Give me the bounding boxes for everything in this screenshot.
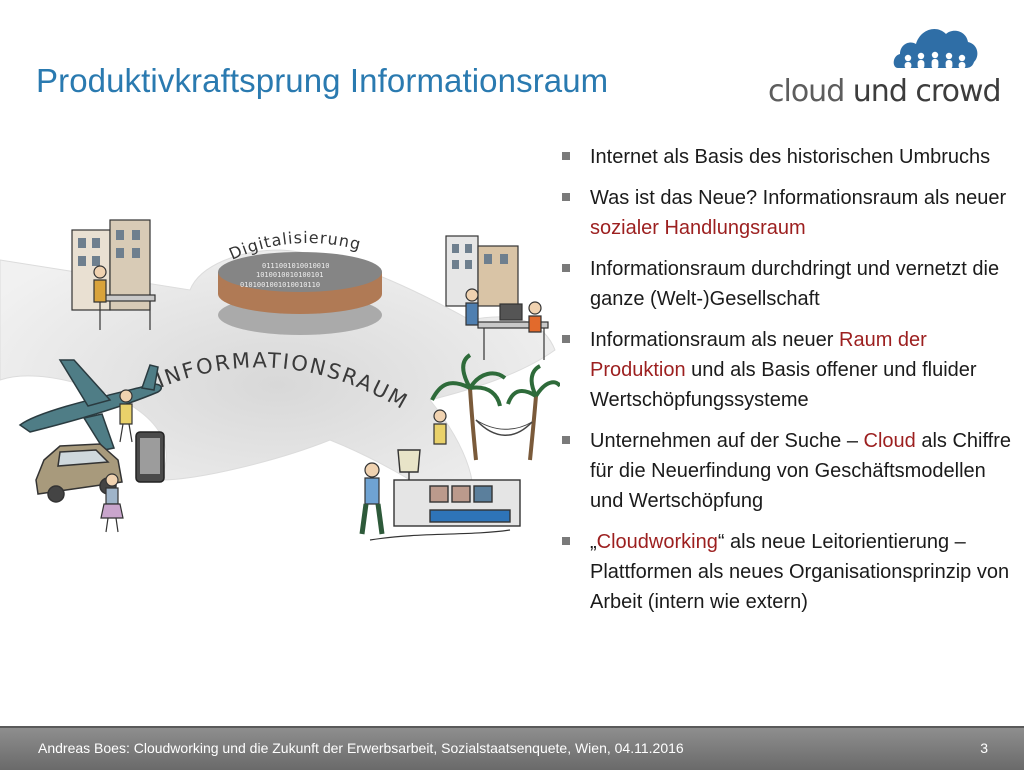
bullet-3-text: Informationsraum durchdringt und vernetz… [590, 258, 1000, 310]
informationsraum-illustration: 0111001010010010 1010010010100101 010100… [0, 219, 560, 541]
bullet-6-text-end: “ als neue Leitorientierung – Plattforme… [590, 531, 1010, 613]
bullet-4-text: Informationsraum als neuer [590, 329, 840, 351]
bullet-item-3: Informationsraum durchdringt und vernetz… [562, 254, 1022, 314]
person-traveler-icon [119, 389, 133, 443]
footer-citation: Andreas Boes: Cloudworking und die Zukun… [38, 740, 684, 756]
page-number: 3 [980, 740, 988, 756]
cloud-people-icon [893, 29, 978, 69]
bullet-4-text-end: und als Basis offener und fluider Wertsc… [590, 359, 977, 411]
bullet-item-6: „Cloudworking“ als neue Leitorientierung… [562, 527, 1022, 617]
slide-title: Produktivkraftsprung Informationsraum [36, 62, 609, 99]
bullet-item-1: Internet als Basis des historischen Umbr… [562, 142, 1022, 172]
office-right-icon [445, 235, 549, 360]
bullet-4-highlight: Raum der Produktion [590, 329, 927, 381]
sofa-lamp-icon [369, 449, 521, 541]
bullet-2-highlight: sozialer Handlungsraum [590, 217, 806, 239]
smartphone-icon [135, 431, 165, 483]
bullet-5-highlight: Cloud [863, 430, 916, 452]
digitalisierung-disk: 0111001010010010 1010010010100101 010100… [218, 252, 382, 335]
bullet-6-text: „ [590, 531, 597, 553]
bullet-5-text: Unternehmen auf der Suche – [590, 430, 864, 452]
logo-word-cloud: cloud [768, 74, 845, 109]
person-walking-icon [100, 473, 124, 533]
bullet-list: Internet als Basis des historischen Umbr… [562, 142, 1022, 628]
bullet-item-5: Unternehmen auf der Suche – Cloud als Ch… [562, 426, 1022, 516]
bullet-square-icon [562, 436, 570, 444]
slide-footer: Andreas Boes: Cloudworking und die Zukun… [0, 726, 1024, 770]
bullet-square-icon [562, 537, 570, 545]
bullet-square-icon [562, 264, 570, 272]
logo-wordmark: cloud und crowd [768, 74, 1002, 109]
bullet-square-icon [562, 335, 570, 343]
bullet-1-text: Internet als Basis des historischen Umbr… [590, 146, 991, 168]
palm-hammock-icon [430, 353, 560, 461]
bullet-5-text-end: als Chiffre für die Neuerfindung von Ges… [590, 430, 1012, 512]
office-left-icon [71, 219, 156, 330]
bullet-square-icon [562, 152, 570, 160]
logo-word-und: und [852, 74, 908, 109]
bullet-item-4: Informationsraum als neuer Raum der Prod… [562, 325, 1022, 415]
binary-line-3: 0101001001010010110 [240, 281, 320, 289]
bullet-square-icon [562, 193, 570, 201]
cloud-und-crowd-logo: cloud und crowd [764, 22, 1002, 109]
person-man-icon [359, 462, 385, 535]
logo-word-crowd: crowd [915, 74, 1001, 109]
binary-line-1: 0111001010010010 [262, 262, 329, 270]
bullet-6-highlight: Cloudworking [596, 531, 718, 553]
binary-line-2: 1010010010100101 [256, 271, 323, 279]
bullet-2-text: Was ist das Neue? Informationsraum als n… [590, 187, 1007, 209]
bullet-item-2: Was ist das Neue? Informationsraum als n… [562, 183, 1022, 243]
